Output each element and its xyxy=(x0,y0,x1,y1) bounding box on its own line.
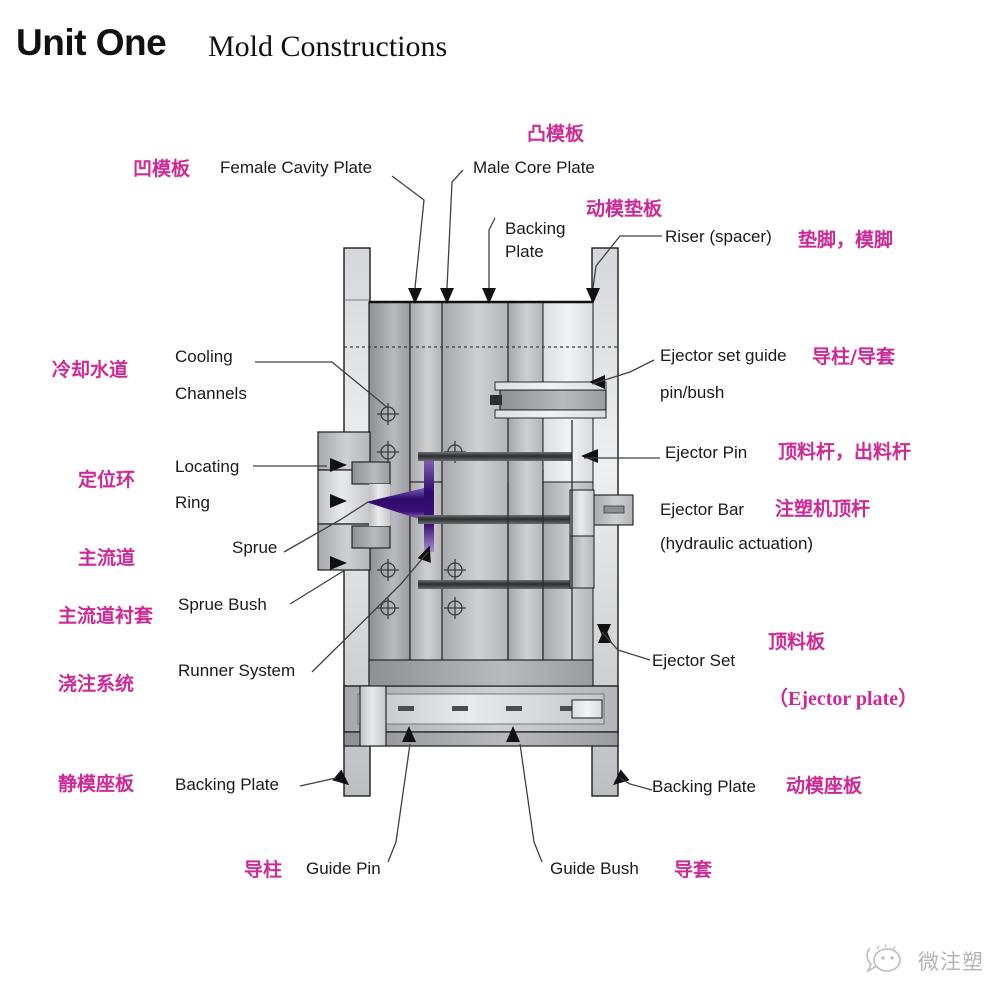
label-backing-plate-left-en: Backing Plate xyxy=(175,775,279,794)
bottom-backing-plate xyxy=(343,685,619,747)
label-riser-cn: 动模垫板 xyxy=(586,198,663,220)
label-runner-system-en: Runner System xyxy=(178,661,296,680)
label-sprue-en: Sprue xyxy=(232,538,278,557)
label-sprue-bush-en: Sprue Bush xyxy=(178,595,267,614)
label-female-cavity-plate-en: Female Cavity Plate xyxy=(220,158,373,177)
sprue-shape xyxy=(366,487,428,522)
watermark-text: 微注塑 xyxy=(918,950,984,974)
label-backing-plate-right-cn: 动模座板 xyxy=(786,775,863,797)
speech-bubble-face-icon xyxy=(866,944,901,973)
label-ejector-plate-cn2: （Ejector plate） xyxy=(768,688,919,710)
label-backing-plate-right-en: Backing Plate xyxy=(652,777,756,796)
label-female-cavity-plate-cn: 凹模板 xyxy=(133,158,191,180)
label-backing-plate-left-cn: 静模座板 xyxy=(58,773,135,795)
label-cooling-channels-cn: 冷却水道 xyxy=(52,359,129,381)
page-title: Unit One xyxy=(16,22,167,63)
label-ejector-bar-cn: 注塑机顶杆 xyxy=(775,498,871,520)
label-riser-cn2: 垫脚，模脚 xyxy=(798,229,894,251)
label-guide-pin-en: Guide Pin xyxy=(306,859,381,878)
label-guide-pin-cn: 导柱 xyxy=(244,859,283,881)
label-ejector-set-guide-line2: pin/bush xyxy=(660,383,725,402)
label-riser-en: Riser (spacer) xyxy=(665,227,772,246)
label-sprue-bush-cn: 主流道衬套 xyxy=(58,605,154,627)
label-locating-ring-en-line2: Ring xyxy=(175,493,210,512)
label-ejector-pin-en: Ejector Pin xyxy=(665,443,748,462)
label-ejector-set-guide-cn: 导柱/导套 xyxy=(812,346,895,368)
label-locating-ring-cn: 定位环 xyxy=(78,469,136,491)
label-guide-bush-en: Guide Bush xyxy=(550,859,639,878)
label-ejector-set-guide-line1: Ejector set guide xyxy=(660,346,787,365)
ejector-set-block xyxy=(368,659,594,687)
label-cooling-channels-en-line1: Cooling xyxy=(175,347,233,366)
label-cooling-channels-en-line2: Channels xyxy=(175,384,247,403)
label-ejector-set-en: Ejector Set xyxy=(652,651,736,670)
page-subtitle: Mold Constructions xyxy=(208,30,448,63)
watermark: 微注塑 xyxy=(864,944,984,978)
label-ejector-bar-en2: (hydraulic actuation) xyxy=(660,534,814,553)
label-backing-plate-top-line1: Backing xyxy=(505,219,566,238)
ejector-set-guide-assembly xyxy=(490,381,607,419)
ejector-pins xyxy=(418,452,572,589)
label-ejector-plate-cn: 顶料板 xyxy=(768,631,826,653)
label-ejector-bar-en: Ejector Bar xyxy=(660,500,745,519)
label-male-core-plate-en: Male Core Plate xyxy=(473,158,595,177)
label-runner-system-cn: 浇注系统 xyxy=(58,673,135,695)
label-locating-ring-en-line1: Locating xyxy=(175,457,240,476)
label-male-core-plate-cn: 凸模板 xyxy=(527,123,585,145)
label-ejector-pin-cn: 顶料杆，出料杆 xyxy=(778,441,912,463)
label-sprue-cn: 主流道 xyxy=(78,547,136,569)
label-guide-bush-cn: 导套 xyxy=(674,859,713,881)
label-backing-plate-top-line2: Plate xyxy=(505,242,544,261)
ejector-bar xyxy=(569,489,634,589)
